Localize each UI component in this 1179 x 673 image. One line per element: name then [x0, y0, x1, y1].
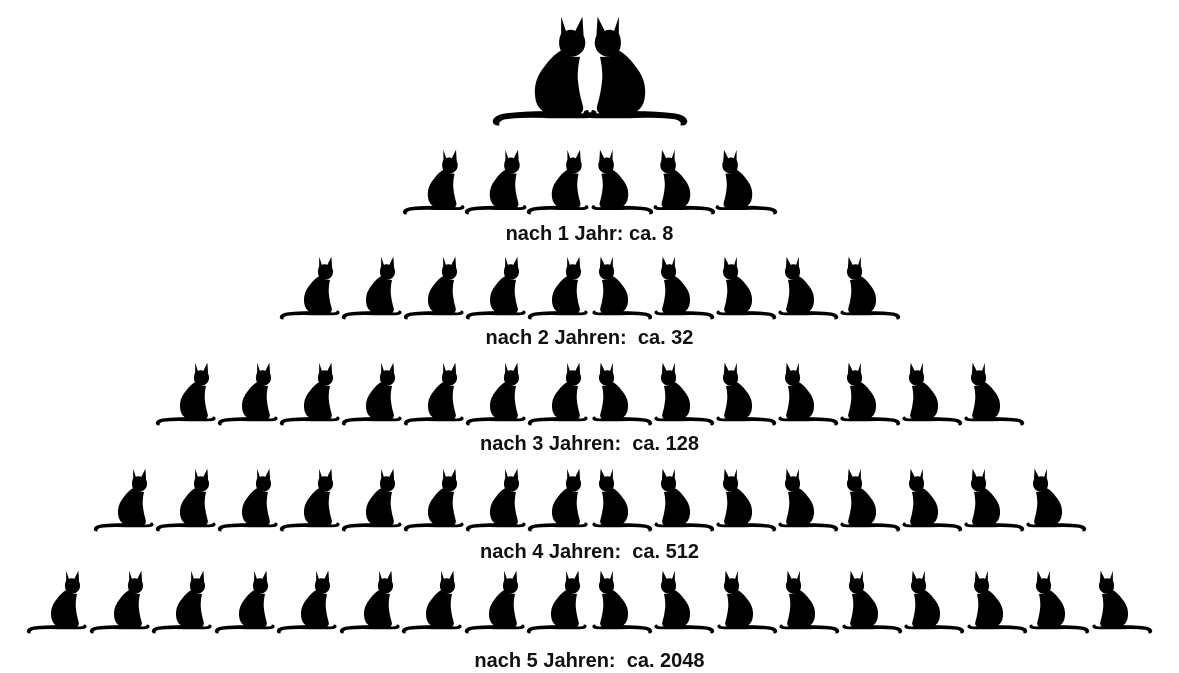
cat-icon	[1021, 464, 1089, 536]
cat-icon	[773, 252, 841, 324]
cat-icon	[710, 146, 780, 218]
cat-icon	[835, 358, 903, 430]
cat-icon	[149, 566, 217, 638]
level-caption: nach 3 Jahren: ca. 128	[0, 432, 1179, 456]
cat-icon	[962, 566, 1030, 638]
level-row	[0, 464, 1179, 536]
cat-icon	[462, 566, 530, 638]
cat-icon	[339, 252, 407, 324]
cat-icon	[711, 358, 779, 430]
level-caption: nach 1 Jahr: ca. 8	[0, 222, 1179, 246]
cat-icon	[649, 358, 717, 430]
cat-icon	[274, 566, 342, 638]
cat-icon	[339, 358, 407, 430]
cat-icon	[897, 464, 965, 536]
level-row	[0, 252, 1179, 324]
cat-icon	[899, 566, 967, 638]
cat-icon	[215, 358, 283, 430]
cat-icon	[835, 464, 903, 536]
cat-icon	[711, 464, 779, 536]
cat-icon	[277, 464, 345, 536]
cat-icon	[153, 464, 221, 536]
cat-icon	[525, 358, 593, 430]
cat-icon	[524, 146, 594, 218]
cat-icon	[525, 252, 593, 324]
cat-icon	[463, 464, 531, 536]
cat-icon	[401, 358, 469, 430]
cat-icon	[215, 464, 283, 536]
cat-icon	[959, 464, 1027, 536]
cat-icon	[524, 566, 592, 638]
cat-icon	[649, 252, 717, 324]
cat-icon	[773, 464, 841, 536]
cat-icon	[649, 566, 717, 638]
cat-icon	[773, 358, 841, 430]
level-caption: nach 5 Jahren: ca. 2048	[0, 649, 1179, 673]
cat-icon	[1024, 566, 1092, 638]
cat-icon	[587, 464, 655, 536]
cat-icon	[339, 464, 407, 536]
cat-icon	[153, 358, 221, 430]
cat-icon	[835, 252, 903, 324]
level-caption: nach 2 Jahren: ca. 32	[0, 326, 1179, 350]
cat-icon	[87, 566, 155, 638]
cat-icon	[399, 566, 467, 638]
cat-icon	[400, 146, 470, 218]
cat-icon	[24, 566, 92, 638]
cat-icon	[401, 464, 469, 536]
cat-icon	[401, 252, 469, 324]
level-row	[0, 358, 1179, 430]
cat-icon	[91, 464, 159, 536]
cat-icon	[212, 566, 280, 638]
cat-icon	[574, 10, 692, 132]
cat-icon	[837, 566, 905, 638]
cat-icon	[337, 566, 405, 638]
cat-icon	[277, 252, 345, 324]
cat-icon	[649, 464, 717, 536]
level-row	[0, 146, 1179, 218]
cat-icon	[462, 146, 532, 218]
cat-icon	[463, 358, 531, 430]
cat-icon	[463, 252, 531, 324]
cat-icon	[525, 464, 593, 536]
cat-icon	[648, 146, 718, 218]
cat-icon	[1087, 566, 1155, 638]
level-caption: nach 4 Jahren: ca. 512	[0, 540, 1179, 564]
cat-icon	[897, 358, 965, 430]
cat-icon	[711, 252, 779, 324]
level-row	[0, 566, 1179, 638]
cat-icon	[587, 566, 655, 638]
cat-icon	[712, 566, 780, 638]
cat-icon	[586, 146, 656, 218]
cat-icon	[277, 358, 345, 430]
cat-icon	[774, 566, 842, 638]
cat-icon	[959, 358, 1027, 430]
level-row	[0, 10, 1179, 132]
cat-icon	[587, 252, 655, 324]
cat-icon	[587, 358, 655, 430]
